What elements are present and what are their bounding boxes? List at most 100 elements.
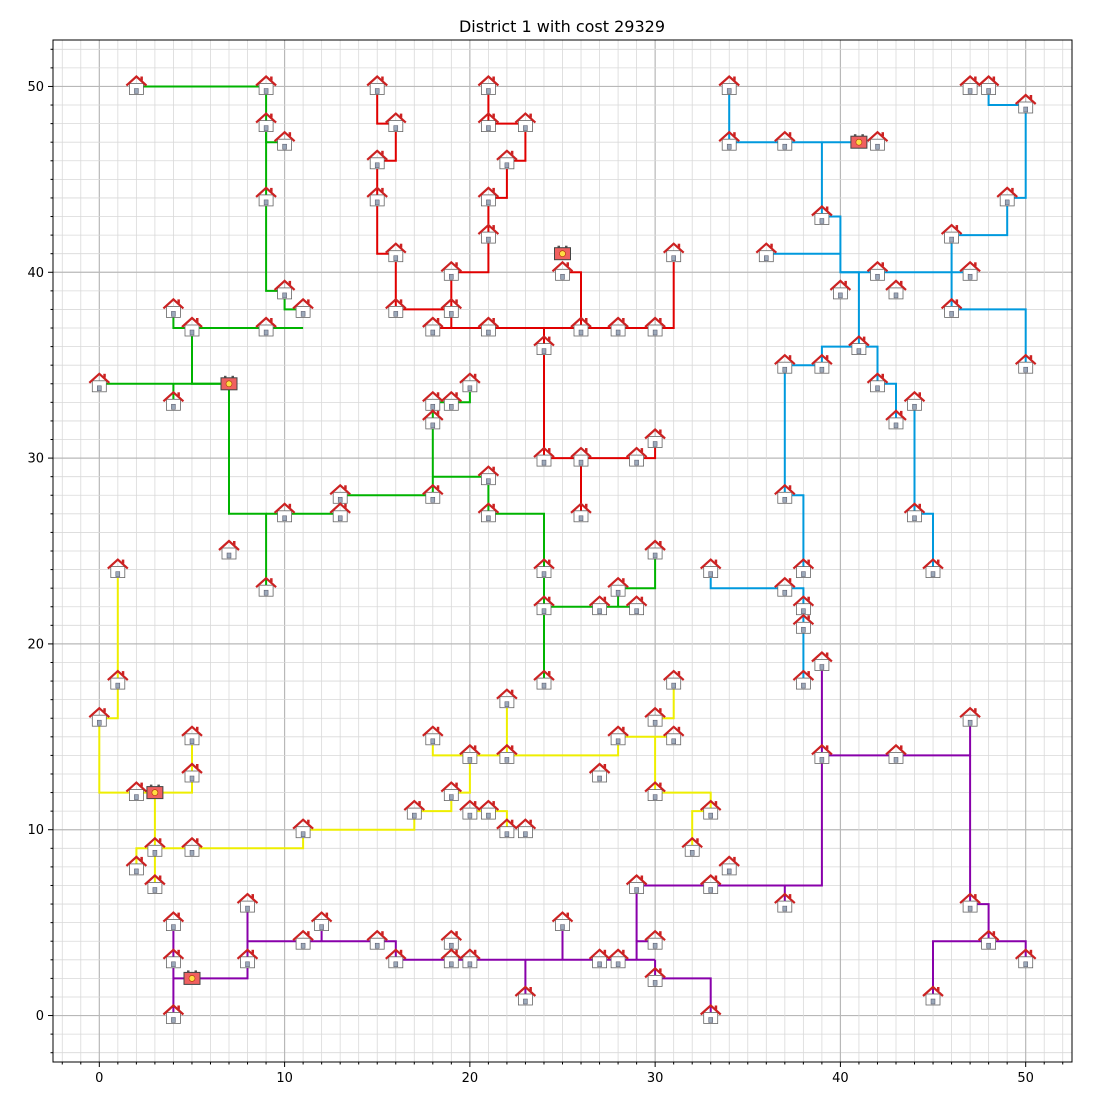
y-tick-label: 40 bbox=[27, 266, 44, 281]
house-icon bbox=[885, 743, 907, 764]
house-icon bbox=[866, 372, 889, 393]
y-tick-label: 50 bbox=[27, 80, 44, 95]
house-icon bbox=[903, 502, 926, 523]
house-icon bbox=[162, 297, 185, 318]
house-icon bbox=[477, 112, 500, 132]
house-icon bbox=[144, 836, 166, 857]
cable-blue bbox=[783, 365, 805, 570]
house-icon bbox=[459, 799, 481, 820]
house-icon bbox=[644, 706, 666, 727]
house-icon bbox=[292, 929, 314, 950]
x-tick-label: 40 bbox=[832, 1071, 849, 1086]
house-icon bbox=[644, 316, 666, 337]
cable-purple bbox=[932, 940, 989, 997]
house-icon bbox=[848, 335, 870, 356]
house-icon bbox=[514, 985, 537, 1006]
house-icon bbox=[477, 223, 500, 244]
cable-blue bbox=[709, 569, 805, 682]
house-icon bbox=[681, 836, 703, 857]
cable-green bbox=[172, 309, 304, 329]
house-icon bbox=[885, 279, 907, 300]
y-tick-label: 20 bbox=[27, 637, 44, 652]
house-icon bbox=[644, 929, 666, 950]
house-icon bbox=[162, 911, 185, 931]
house-icon bbox=[774, 130, 796, 151]
house-icon bbox=[644, 539, 666, 560]
house-icon bbox=[477, 502, 500, 523]
house-icon bbox=[477, 186, 500, 207]
house-icon bbox=[625, 595, 648, 616]
house-icon bbox=[866, 260, 889, 281]
house-icon bbox=[792, 669, 815, 690]
battery-icon bbox=[850, 134, 868, 149]
house-icon bbox=[792, 595, 815, 616]
house-icon bbox=[625, 874, 648, 894]
house-icon bbox=[236, 892, 259, 913]
house-icon bbox=[255, 112, 277, 132]
house-icon bbox=[644, 781, 666, 801]
cable-yellow bbox=[654, 736, 712, 849]
house-icon bbox=[1014, 948, 1037, 969]
house-icon bbox=[885, 409, 907, 430]
house-icon bbox=[774, 353, 796, 374]
house-icon bbox=[459, 372, 481, 393]
house-icon bbox=[533, 558, 555, 578]
cable-green bbox=[228, 383, 268, 589]
house-icon bbox=[1014, 93, 1037, 114]
battery-icon bbox=[146, 784, 164, 800]
house-icon bbox=[699, 1004, 722, 1024]
house-icon bbox=[959, 706, 981, 727]
house-icon bbox=[533, 595, 555, 616]
house-icon bbox=[273, 279, 296, 300]
house-icon bbox=[440, 297, 463, 318]
house-icon bbox=[811, 353, 833, 374]
house-icon bbox=[255, 186, 277, 207]
x-tick-label: 20 bbox=[462, 1071, 479, 1086]
house-icon bbox=[644, 428, 666, 448]
house-icon bbox=[792, 558, 815, 578]
house-icon bbox=[977, 929, 1000, 950]
house-icon bbox=[625, 446, 648, 467]
battery-icon bbox=[554, 245, 571, 261]
house-icon bbox=[440, 390, 463, 411]
house-icon bbox=[329, 502, 351, 523]
cable-purple bbox=[969, 755, 1027, 960]
house-icon bbox=[496, 149, 518, 170]
house-icon bbox=[385, 112, 407, 132]
cable-blue bbox=[728, 86, 859, 144]
cable-blue bbox=[840, 271, 860, 347]
house-icon bbox=[181, 316, 203, 337]
house-icon bbox=[570, 446, 592, 467]
house-icon bbox=[588, 948, 611, 969]
cable-red bbox=[432, 253, 675, 329]
house-icon bbox=[366, 149, 388, 170]
house-icon bbox=[162, 390, 185, 411]
cable-red bbox=[543, 328, 582, 514]
house-icon bbox=[866, 130, 889, 151]
x-tick-label: 0 bbox=[95, 1071, 103, 1086]
y-tick-label: 0 bbox=[36, 1009, 44, 1024]
house-icon bbox=[570, 502, 592, 523]
house-icon bbox=[607, 948, 629, 969]
house-icon bbox=[959, 892, 981, 913]
house-icon bbox=[829, 279, 852, 300]
house-icon bbox=[181, 725, 203, 746]
house-icon bbox=[699, 874, 722, 894]
house-icon bbox=[125, 75, 148, 95]
cable-yellow bbox=[431, 735, 674, 757]
house-icon bbox=[533, 669, 555, 690]
house-icon bbox=[940, 223, 963, 244]
house-icon bbox=[959, 75, 981, 95]
house-icon bbox=[255, 75, 277, 95]
house-icon bbox=[551, 260, 574, 281]
house-icon bbox=[255, 316, 277, 337]
house-icon bbox=[477, 465, 500, 486]
house-icon bbox=[755, 242, 778, 263]
house-icon bbox=[218, 539, 240, 560]
house-icon bbox=[422, 483, 444, 504]
house-icon bbox=[922, 558, 944, 578]
house-icon bbox=[88, 706, 111, 727]
house-icon bbox=[181, 762, 203, 783]
cable-yellow bbox=[98, 569, 193, 794]
house-icon bbox=[422, 725, 444, 746]
